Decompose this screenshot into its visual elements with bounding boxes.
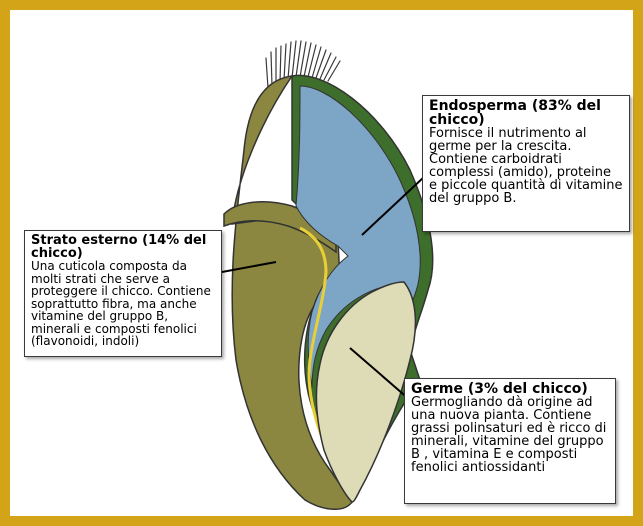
label-endosperma: Endosperma (83% del chicco) Fornisce il … [422, 95, 630, 232]
label-germe-title: Germe (3% del chicco) [411, 382, 609, 396]
label-endosperma-title: Endosperma (83% del chicco) [429, 99, 623, 127]
label-germe-text: Germogliando dà origine ad una nuova pia… [411, 396, 609, 474]
label-endosperma-text: Fornisce il nutrimento al germe per la c… [429, 127, 623, 205]
label-strato-esterno-title: Strato esterno (14% del chicco) [31, 234, 215, 260]
label-strato-esterno: Strato esterno (14% del chicco) Una cuti… [24, 230, 222, 357]
label-germe: Germe (3% del chicco) Germogliando dà or… [404, 378, 616, 504]
label-strato-esterno-text: Una cuticola composta da molti strati ch… [31, 260, 215, 348]
